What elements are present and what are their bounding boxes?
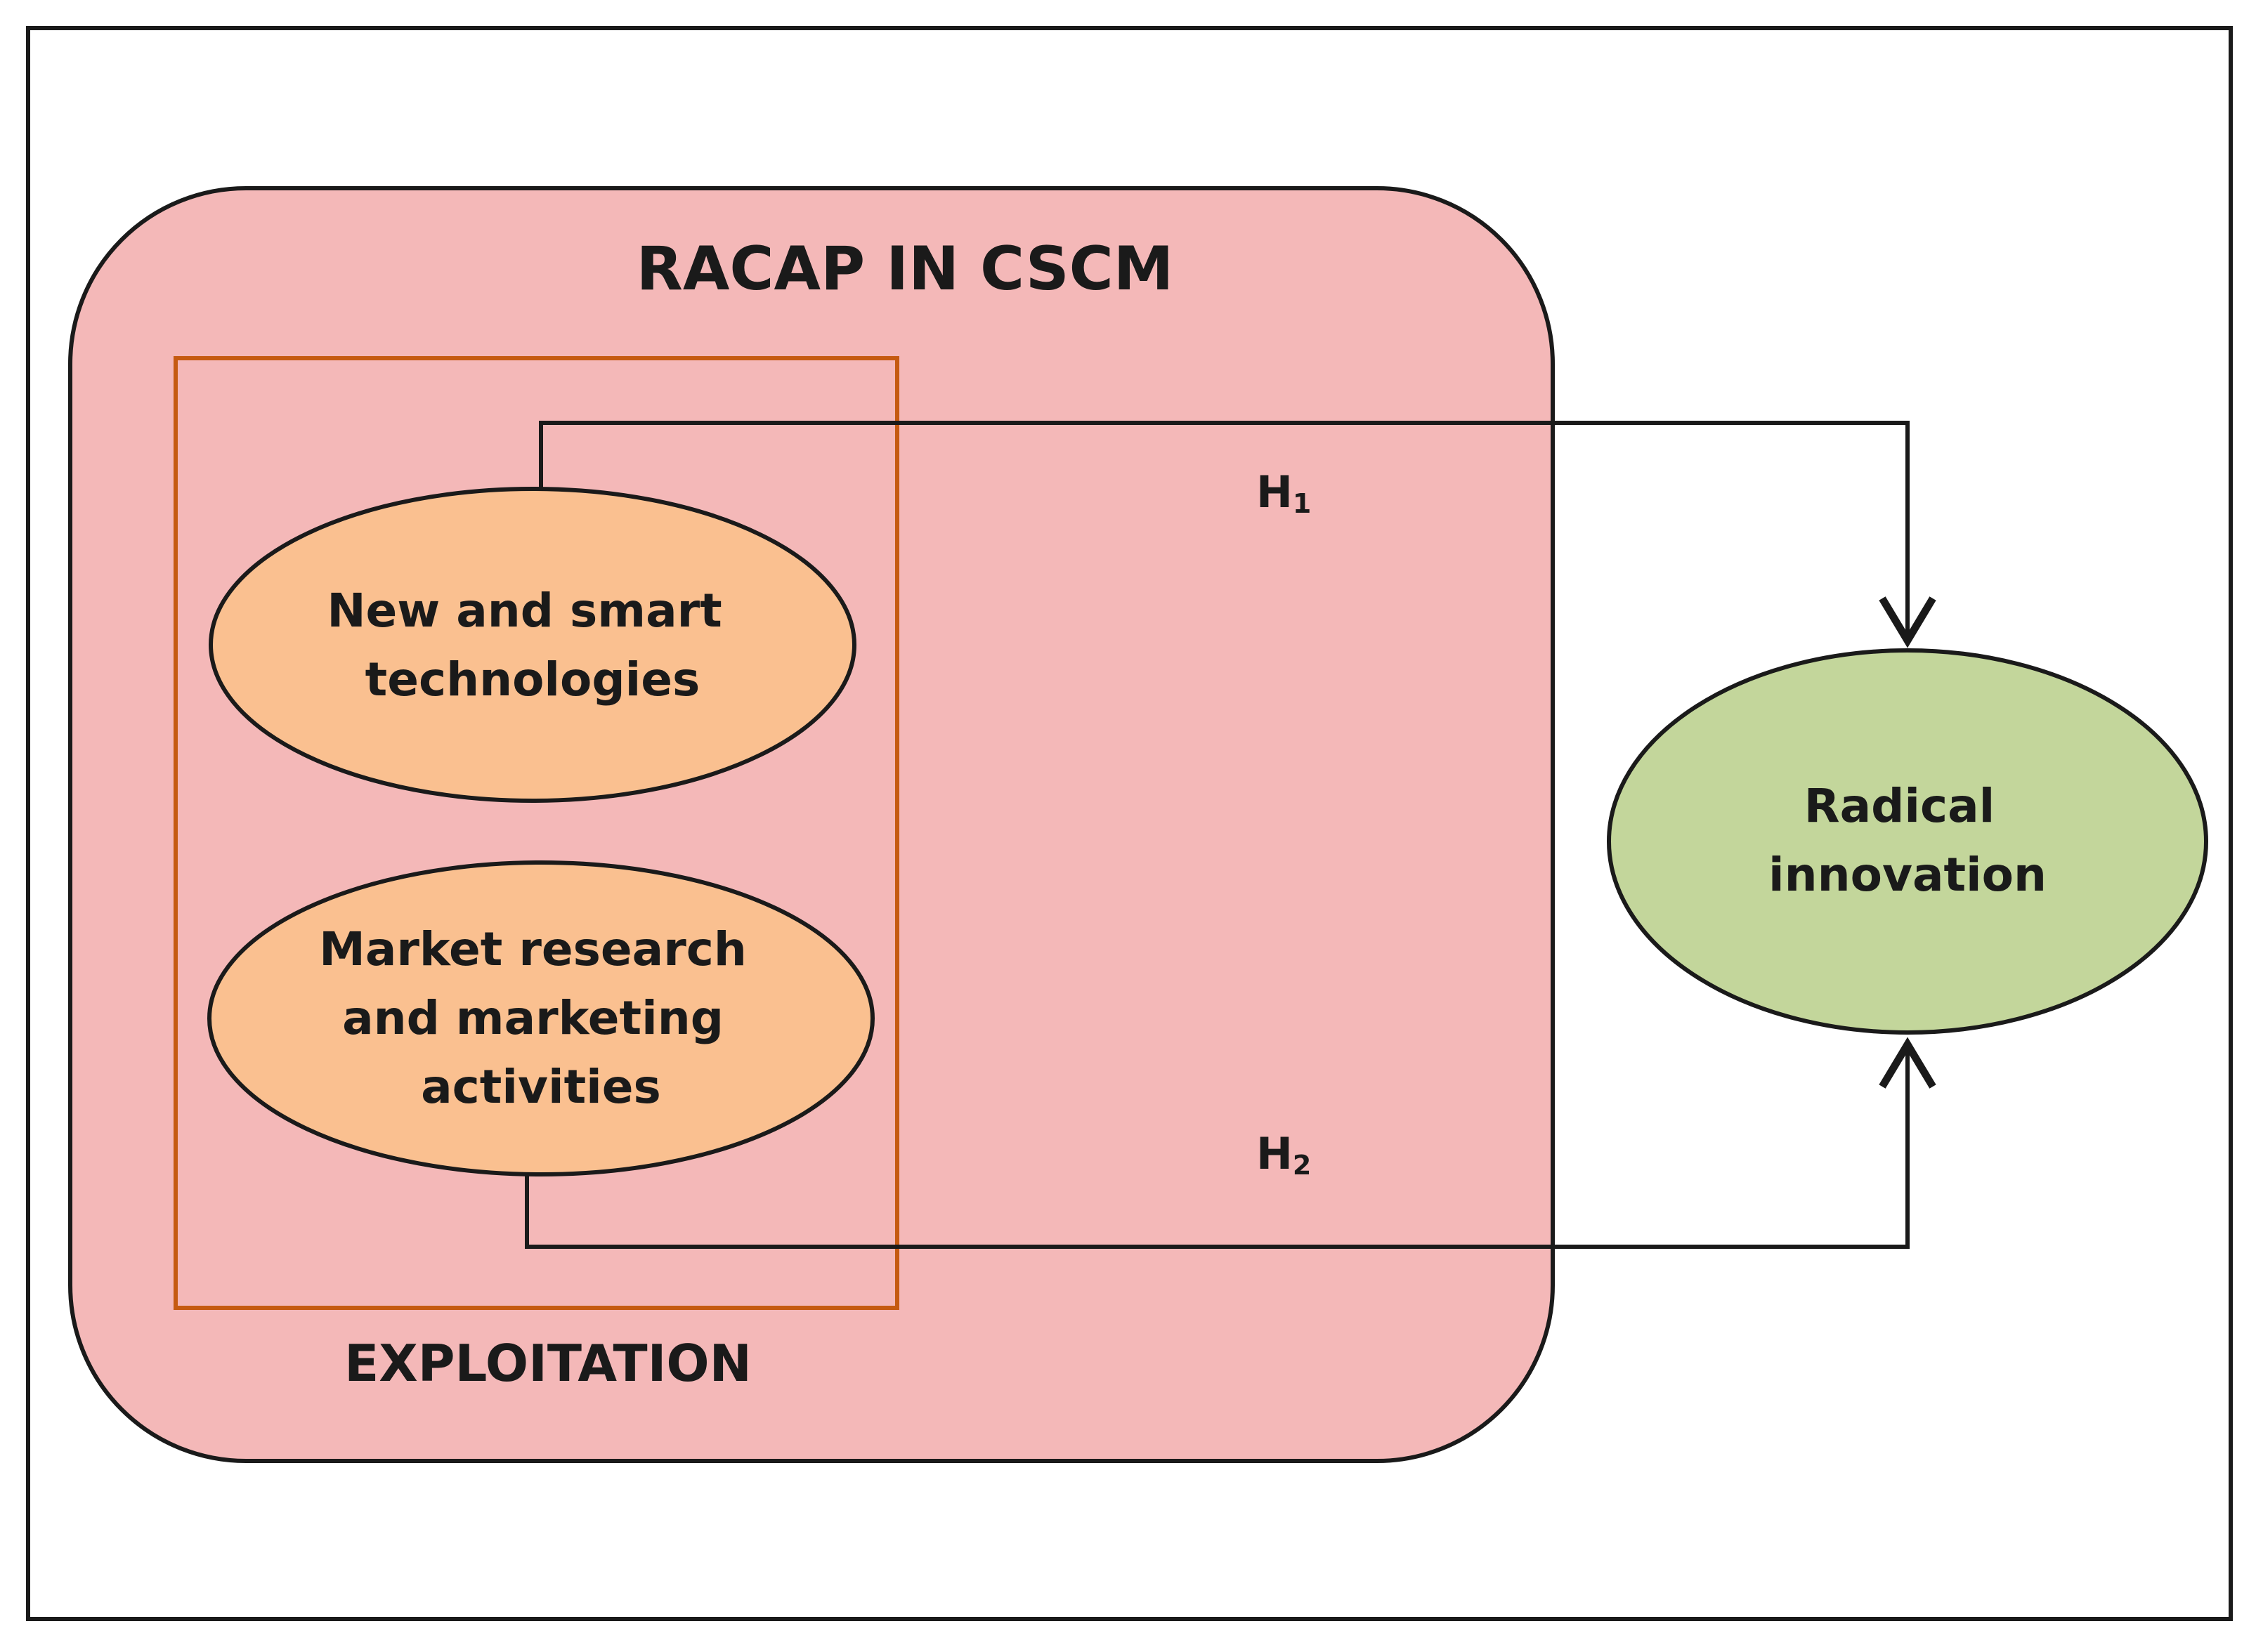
h1-label: H1: [1256, 466, 1311, 519]
racap-container: [68, 186, 1555, 1463]
h2-label: H2: [1256, 1128, 1311, 1181]
h2-connector: [525, 1037, 1936, 1249]
group-label: EXPLOITATION: [344, 1334, 752, 1393]
technologies-label: New and smart technologies: [327, 584, 738, 707]
exploitation-group: [174, 356, 899, 1310]
market-label: Market research and marketing activities: [319, 922, 763, 1114]
container-title: RACAP IN CSCM: [637, 234, 1174, 304]
radical-innovation-node: [1607, 648, 2208, 1035]
market-node: [207, 860, 875, 1176]
radical-innovation-label: Radical innovation: [1768, 779, 2047, 902]
technologies-node: [209, 487, 856, 803]
h1-connector: [539, 421, 1936, 648]
